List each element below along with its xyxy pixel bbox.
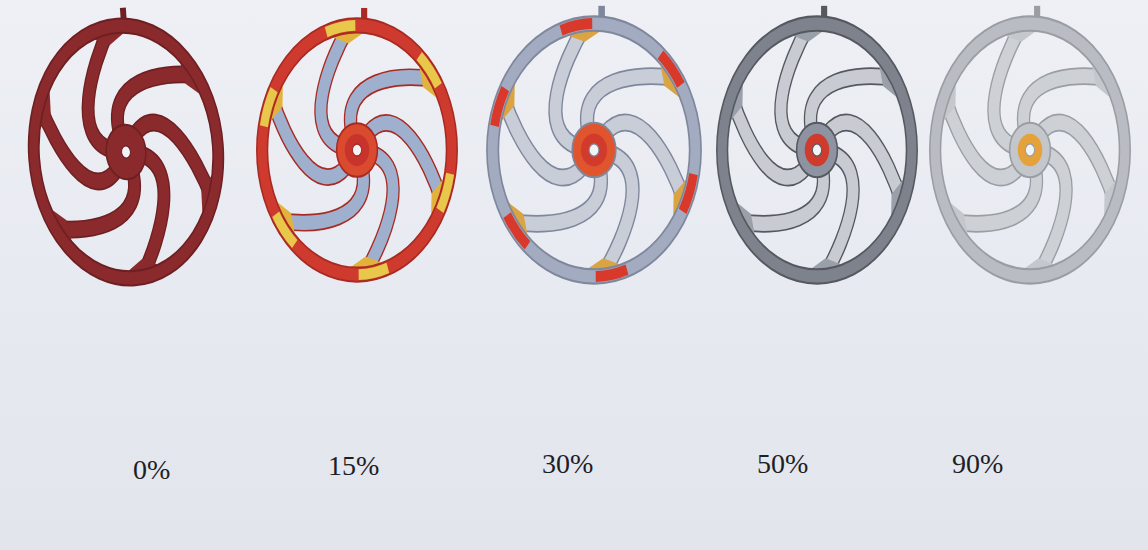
hub	[797, 123, 838, 177]
rim	[722, 24, 912, 277]
rim-hotspot	[326, 25, 355, 32]
hub-core	[345, 134, 369, 166]
rim-hotspot	[683, 174, 694, 211]
rim-hotspot	[440, 174, 450, 211]
hub	[104, 123, 147, 180]
spoke-edge	[605, 122, 685, 203]
rim-edge	[262, 25, 452, 274]
hub	[1010, 123, 1051, 177]
hub-core	[805, 134, 829, 167]
hub-core	[113, 135, 139, 169]
rim	[493, 24, 696, 277]
percent-label: 30%	[542, 449, 593, 480]
rim	[25, 19, 226, 284]
wheel-casting	[24, 2, 227, 285]
rim-hotspot	[494, 89, 505, 126]
percent-label: 0%	[133, 455, 170, 486]
hub-core	[1018, 134, 1042, 167]
sprue-tab	[1034, 6, 1040, 17]
rim-edge	[935, 24, 1125, 277]
rim	[262, 25, 452, 274]
rim-hotspot	[359, 268, 388, 275]
sprue-tab	[361, 8, 367, 19]
percent-label: 15%	[328, 451, 379, 482]
spoke-edge	[1040, 122, 1115, 203]
rim-hotspot	[596, 270, 627, 277]
rim-edge	[722, 24, 912, 277]
rim-hotspot	[276, 214, 295, 244]
spoke-edge	[134, 119, 212, 204]
spoke	[605, 122, 685, 203]
spoke	[134, 119, 212, 204]
hub	[337, 123, 378, 177]
hub-hole	[121, 146, 131, 159]
hub-hole	[352, 144, 361, 156]
rim-hotspot	[264, 90, 274, 127]
sprue-tab	[821, 6, 827, 17]
hub-core	[581, 134, 607, 167]
wheel-casting	[262, 8, 452, 275]
wheel-casting	[493, 6, 696, 277]
spoke-edge	[367, 123, 442, 202]
hub-hole	[812, 144, 821, 156]
hub-hole	[589, 144, 599, 156]
rim-edge	[25, 19, 226, 284]
wheel-casting	[935, 6, 1125, 277]
rim	[935, 24, 1125, 277]
sprue-tab	[120, 8, 127, 19]
spoke	[827, 122, 902, 203]
spoke-edge	[827, 122, 902, 203]
wheel-casting	[722, 6, 912, 277]
rim-hotspot	[661, 55, 681, 85]
sprue-tab	[598, 6, 605, 17]
rim-hotspot	[419, 56, 438, 86]
hub-hole	[1025, 144, 1034, 156]
percent-label: 90%	[952, 449, 1003, 480]
hub	[572, 123, 616, 177]
spoke	[1040, 122, 1115, 203]
rim-edge	[493, 24, 696, 277]
spoke	[367, 123, 442, 202]
percent-label: 50%	[757, 449, 808, 480]
rim-hotspot	[561, 24, 592, 31]
rim-hotspot	[507, 215, 527, 245]
